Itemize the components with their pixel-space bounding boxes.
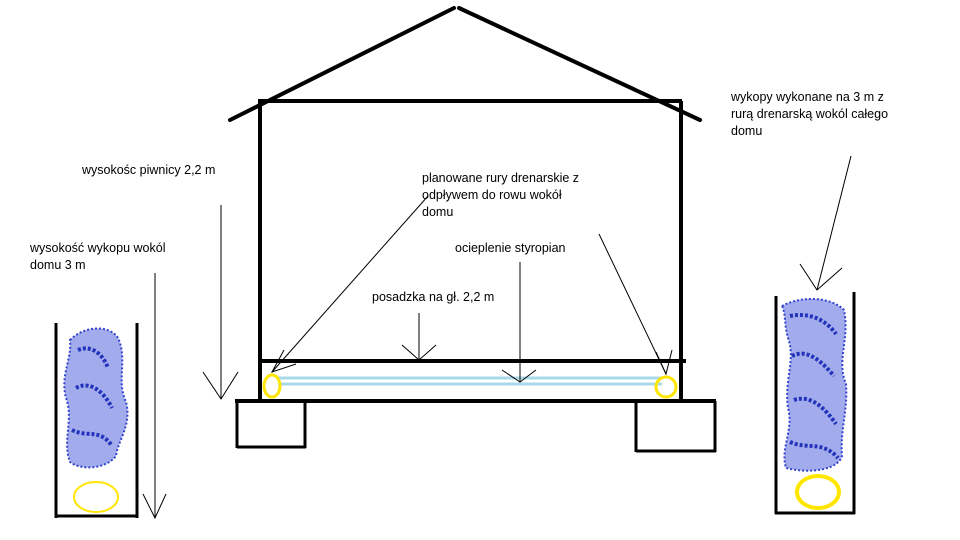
foundation-right [634,401,717,453]
gravel-fill-left [63,327,129,469]
trench-left [54,323,139,518]
gravel-fill-right [780,297,848,472]
foundation-left [235,401,307,449]
insulation-arrow [501,262,537,383]
drain-pipe-left [262,373,282,399]
drain-pipe-trench-right [795,474,841,510]
drain-pipe-trench-left [73,481,119,513]
basement-height-arrow [202,205,239,400]
insulation-layer [278,376,662,386]
label-excavation-depth: wysokość wykopu wokól domu 3 m [30,241,166,272]
label-floor-depth: posadzka na gł. 2,2 m [372,290,495,304]
trench-right [774,292,856,515]
label-basement-height: wysokośc piwnicy 2,2 m [82,163,216,177]
roof [228,6,702,122]
label-insulation: ocieplenie styropian [455,241,566,255]
drain-pipes-arrow-left [270,195,429,373]
floor-depth-arrow [401,313,437,361]
trenches-arrow [799,155,852,291]
excavation-depth-arrow [142,273,167,520]
label-drain-pipes: planowane rury drenarskie z odpływem do … [422,171,580,219]
drain-pipe-right [654,375,678,399]
label-trenches: wykopy wykonane na 3 m z rurą drenarską … [731,90,889,138]
drain-pipes-arrow-right [598,233,673,376]
